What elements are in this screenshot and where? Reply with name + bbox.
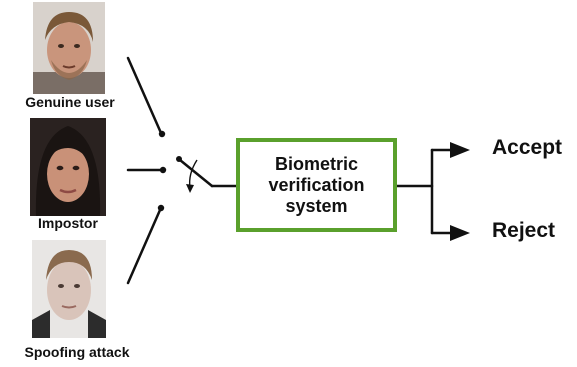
impostor-label: Impostor [38,215,98,231]
genuine-user-face-photo [33,2,105,94]
impostor-contact-dot [159,166,167,174]
reject-arrowhead [450,225,470,241]
spoofing-attack-label: Spoofing attack [24,344,130,360]
spoof-contact-dot [157,204,165,212]
impostor-face-photo [30,118,106,216]
switch-pivot-dot [176,156,182,162]
genuine-contact-dot [158,130,166,138]
biometric-verification-system-box: Biometric verification system [236,138,397,232]
switch-lever [178,158,214,188]
accept-label: Accept [492,136,563,159]
system-label-line-3: system [285,195,348,216]
selector-switch-icon [186,159,198,193]
spoofing-attack-face-photo [32,240,106,338]
system-label-line-2: verification [268,174,365,195]
system-label-line-1: Biometric [274,153,359,174]
accept-arrowhead [450,142,470,158]
genuine-user-label: Genuine user [25,94,115,110]
genuine-wire [126,56,163,135]
spoof-wire [126,208,162,285]
reject-label: Reject [492,219,556,242]
